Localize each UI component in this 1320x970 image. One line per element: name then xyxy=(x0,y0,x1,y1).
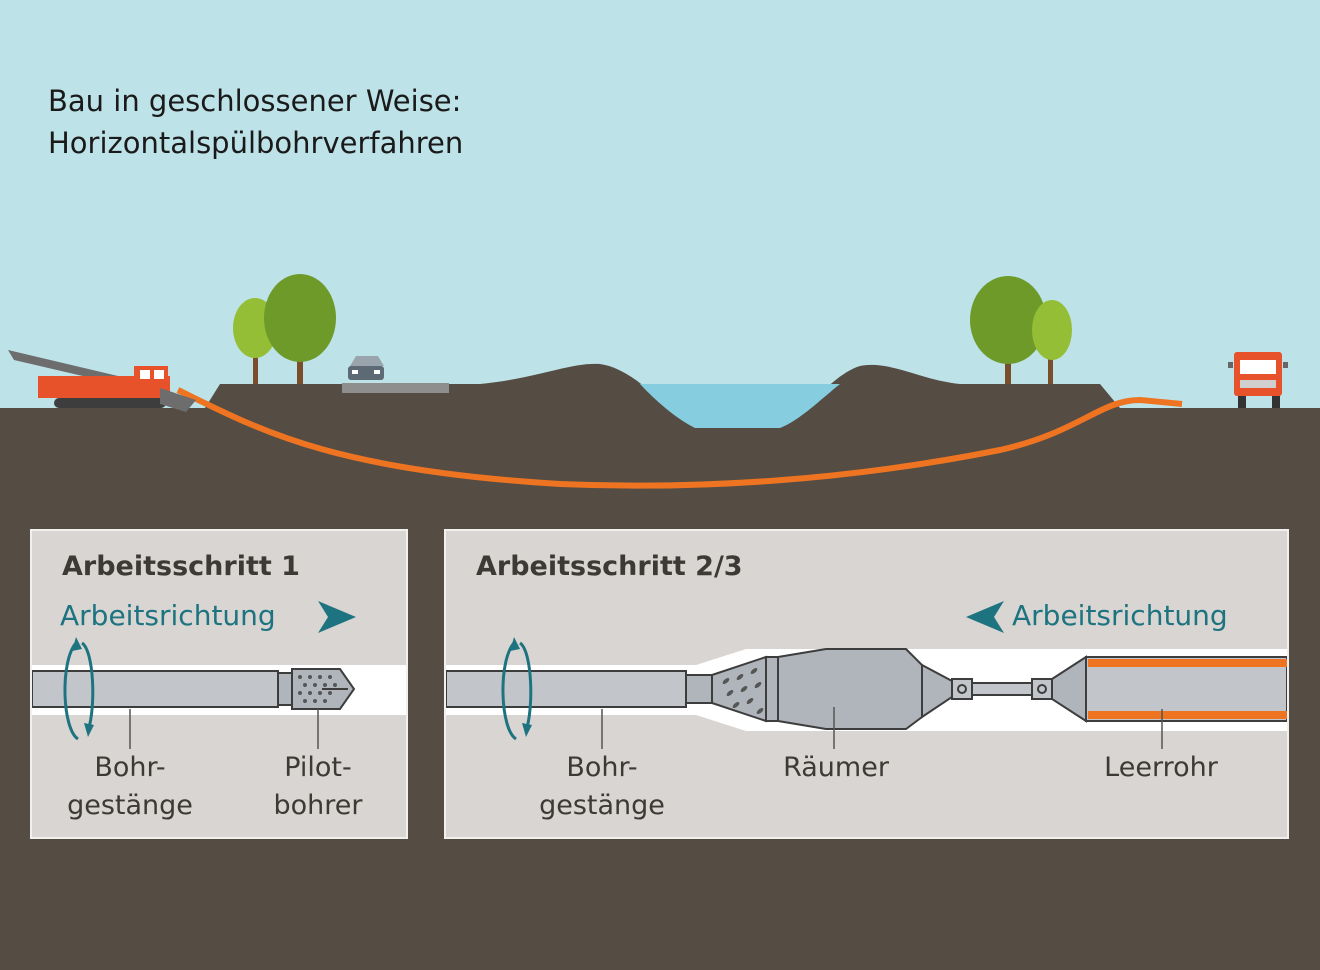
panel-step-1-graphics xyxy=(32,601,406,749)
direction-arrow-icon xyxy=(318,601,356,633)
panel-1-heading: Arbeitsschritt 1 xyxy=(62,551,300,582)
reamer-icon xyxy=(711,648,953,730)
car-icon xyxy=(348,356,384,380)
terrain-hills xyxy=(205,363,1120,430)
tree-icon xyxy=(233,274,336,384)
label-drill-rod: Bohr- gestänge xyxy=(44,749,216,825)
panel-1-direction-label: Arbeitsrichtung xyxy=(60,599,276,632)
road xyxy=(342,383,449,393)
title-line-1: Bau in geschlossener Weise: xyxy=(48,84,462,118)
label-drill-rod-2: Bohr- gestänge xyxy=(516,749,688,825)
tree-icon xyxy=(970,276,1072,384)
label-pilot-drill-line2: bohrer xyxy=(273,790,363,821)
pilot-drill-icon xyxy=(291,668,356,710)
label-drill-rod-2-line1: Bohr- xyxy=(566,752,638,783)
drill-rod-2 xyxy=(446,670,687,708)
empty-pipe xyxy=(1085,656,1287,722)
panel-2-heading: Arbeitsschritt 2/3 xyxy=(476,551,743,582)
river-water xyxy=(640,384,840,428)
truck-icon xyxy=(1228,352,1288,408)
panel-step-2-3: Arbeitsschritt 2/3 Arbeitsrichtung Bohr-… xyxy=(444,529,1289,839)
title-line-2: Horizontalspülbohrverfahren xyxy=(48,126,464,160)
drilling-rig-icon xyxy=(8,350,196,412)
rotation-arrow-icon xyxy=(501,637,533,741)
panel-2-direction-label: Arbeitsrichtung xyxy=(1012,599,1228,632)
label-drill-rod-line1: Bohr- xyxy=(94,752,166,783)
rotation-arrow-icon xyxy=(63,637,95,741)
direction-arrow-icon xyxy=(966,601,1004,633)
sky xyxy=(0,0,1320,410)
drill-path xyxy=(176,387,1183,489)
swivel-link xyxy=(951,655,1087,723)
label-reamer: Räumer xyxy=(783,752,889,783)
drill-rod xyxy=(32,670,279,708)
panel-step-2-3-graphics xyxy=(446,601,1287,749)
label-empty-pipe: Leerrohr xyxy=(1104,752,1218,783)
label-pilot-drill: Pilot- bohrer xyxy=(246,749,390,825)
panel-step-1: Arbeitsschritt 1 Arbeitsrichtung Bohr- g… xyxy=(30,529,408,839)
label-drill-rod-line2: gestänge xyxy=(67,790,193,821)
label-pilot-drill-line1: Pilot- xyxy=(284,752,352,783)
label-drill-rod-2-line2: gestänge xyxy=(539,790,665,821)
